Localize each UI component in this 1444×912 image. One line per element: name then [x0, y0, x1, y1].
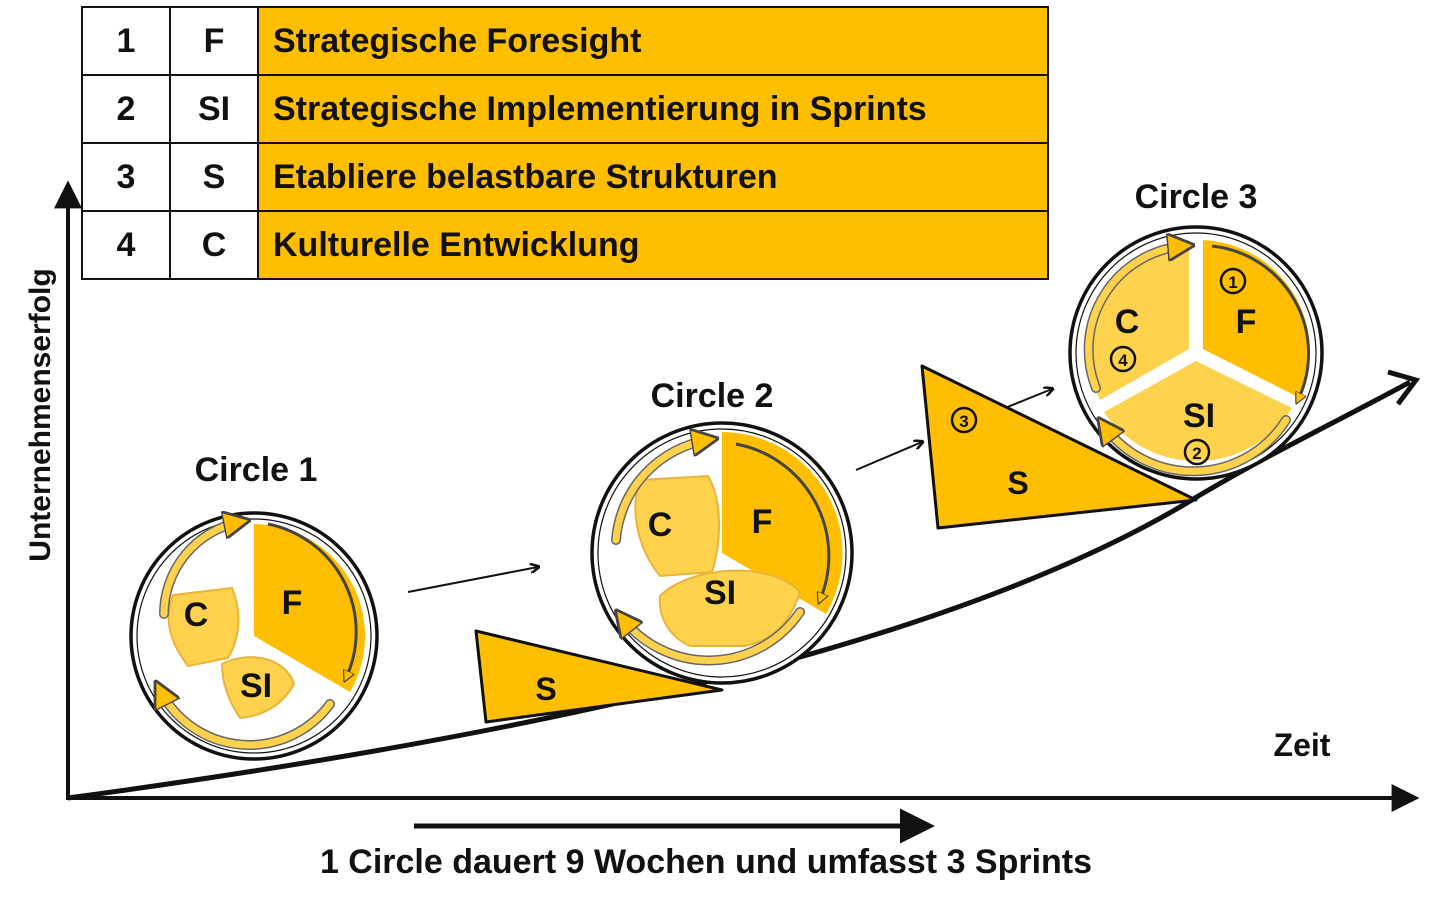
x-axis-label: Zeit: [1274, 727, 1331, 763]
step-number-4: 4: [1109, 345, 1137, 373]
legend-label: Strategische Implementierung in Sprints: [257, 74, 1049, 144]
legend-row: 3 S Etabliere belastbare Strukturen: [81, 142, 1049, 212]
segment-f: F: [282, 584, 303, 622]
legend-code: F: [169, 6, 259, 76]
step-number-3: 3: [950, 406, 978, 434]
transition-arrow: [407, 567, 538, 593]
svg-text:2: 2: [1192, 444, 1201, 463]
y-axis-label: Unternehmenserfolg: [24, 268, 57, 561]
segment-si: SI: [240, 667, 272, 705]
svg-text:1: 1: [1228, 273, 1237, 292]
segment-c: C: [184, 596, 209, 634]
segment-si: SI: [1183, 397, 1215, 435]
legend-code: C: [169, 210, 259, 280]
transition-arrow: [1004, 389, 1052, 409]
legend-row: 4 C Kulturelle Entwicklung: [81, 210, 1049, 280]
legend-code: SI: [169, 74, 259, 144]
circle-3: Circle 3 F C SI 1 2 4: [1068, 178, 1324, 481]
svg-text:3: 3: [959, 412, 968, 431]
structure-label: S: [535, 671, 556, 707]
legend-number: 3: [81, 142, 171, 212]
step-number-2: 2: [1183, 438, 1211, 466]
circle-1: Circle 1 F C SI: [129, 451, 379, 761]
circle-title: Circle 3: [1135, 178, 1258, 216]
legend-code: S: [169, 142, 259, 212]
legend-row: 1 F Strategische Foresight: [81, 6, 1049, 76]
footer-text: 1 Circle dauert 9 Wochen und umfasst 3 S…: [320, 843, 1092, 881]
segment-si: SI: [704, 574, 736, 612]
segment-c: C: [1115, 303, 1140, 341]
legend-label: Kulturelle Entwicklung: [257, 210, 1049, 280]
segment-c: C: [648, 506, 673, 544]
legend-number: 4: [81, 210, 171, 280]
circle-title: Circle 2: [651, 377, 774, 415]
structure-triangle-3: S 3: [920, 364, 1198, 530]
legend-table: 1 F Strategische Foresight 2 SI Strategi…: [81, 6, 1049, 280]
legend-number: 1: [81, 6, 171, 76]
structure-triangle-2: S: [474, 629, 724, 724]
growth-curve-arrowhead: [1387, 369, 1421, 406]
circle-2: Circle 2 F C SI: [590, 377, 854, 685]
segment-f: F: [1236, 303, 1257, 341]
legend-label: Strategische Foresight: [257, 6, 1049, 76]
legend-number: 2: [81, 74, 171, 144]
structure-label: S: [1007, 465, 1028, 501]
legend-label: Etabliere belastbare Strukturen: [257, 142, 1049, 212]
step-number-1: 1: [1219, 267, 1247, 295]
svg-text:4: 4: [1118, 351, 1128, 370]
legend-row: 2 SI Strategische Implementierung in Spr…: [81, 74, 1049, 144]
growth-curve: [67, 379, 1412, 801]
circle-title: Circle 1: [195, 451, 318, 489]
segment-f: F: [752, 503, 773, 541]
transition-arrow: [855, 442, 922, 471]
